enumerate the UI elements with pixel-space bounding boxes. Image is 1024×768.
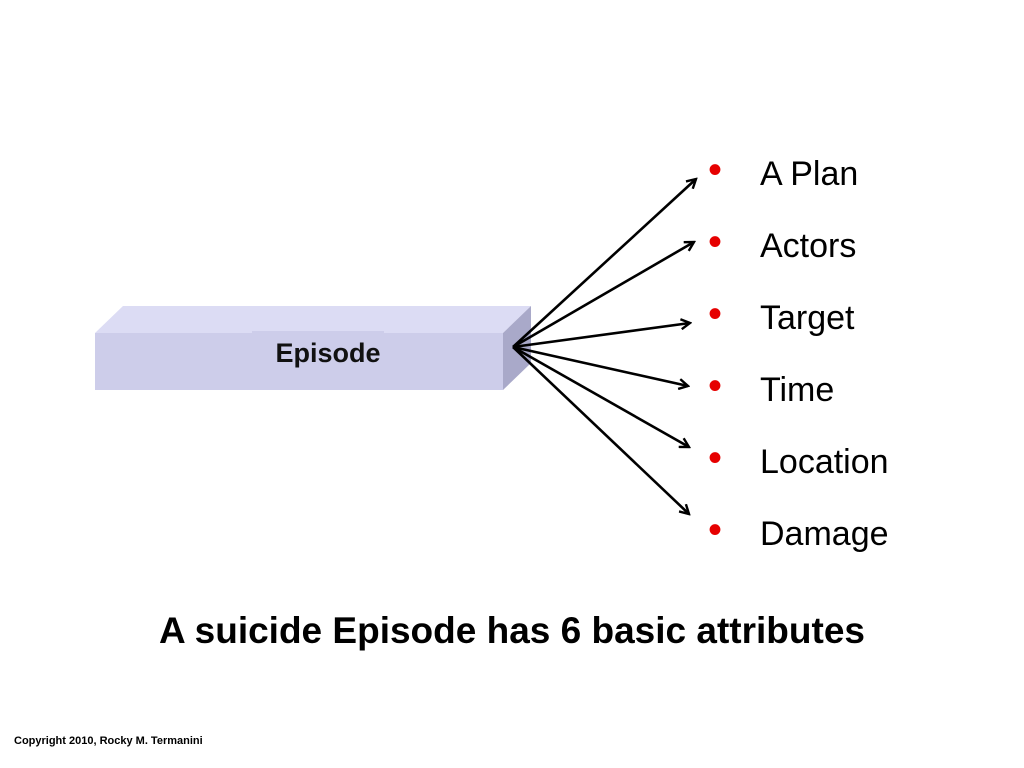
arrow-target: [512, 323, 690, 349]
bullet-icon: •: [708, 364, 723, 408]
bullet-icon: •: [708, 292, 723, 336]
episode-label-backdrop: [252, 331, 384, 335]
arrow-a-plan: [512, 179, 696, 348]
copyright-notice: Copyright 2010, Rocky M. Termanini: [14, 735, 203, 747]
attribute-label: Target: [760, 299, 855, 337]
arrow-actors: [512, 242, 694, 349]
attribute-label: Actors: [760, 227, 857, 265]
bullet-icon: •: [708, 220, 723, 264]
episode-box-top: [95, 306, 531, 333]
bullet-icon: •: [708, 148, 723, 192]
episode-box-front: [95, 333, 503, 390]
slide-caption: A suicide Episode has 6 basic attributes: [159, 610, 865, 651]
attribute-label: Time: [760, 371, 835, 409]
arrow-time: [512, 345, 688, 386]
arrow-location: [512, 345, 689, 447]
bullet-icon: •: [708, 436, 723, 480]
attribute-label: Location: [760, 443, 889, 481]
attribute-label: A Plan: [760, 155, 859, 193]
arrow-damage: [512, 346, 689, 514]
arrows: [512, 179, 696, 514]
episode-label: Episode: [275, 338, 381, 368]
bullet-icon: •: [708, 508, 723, 552]
attribute-label: Damage: [760, 515, 889, 553]
